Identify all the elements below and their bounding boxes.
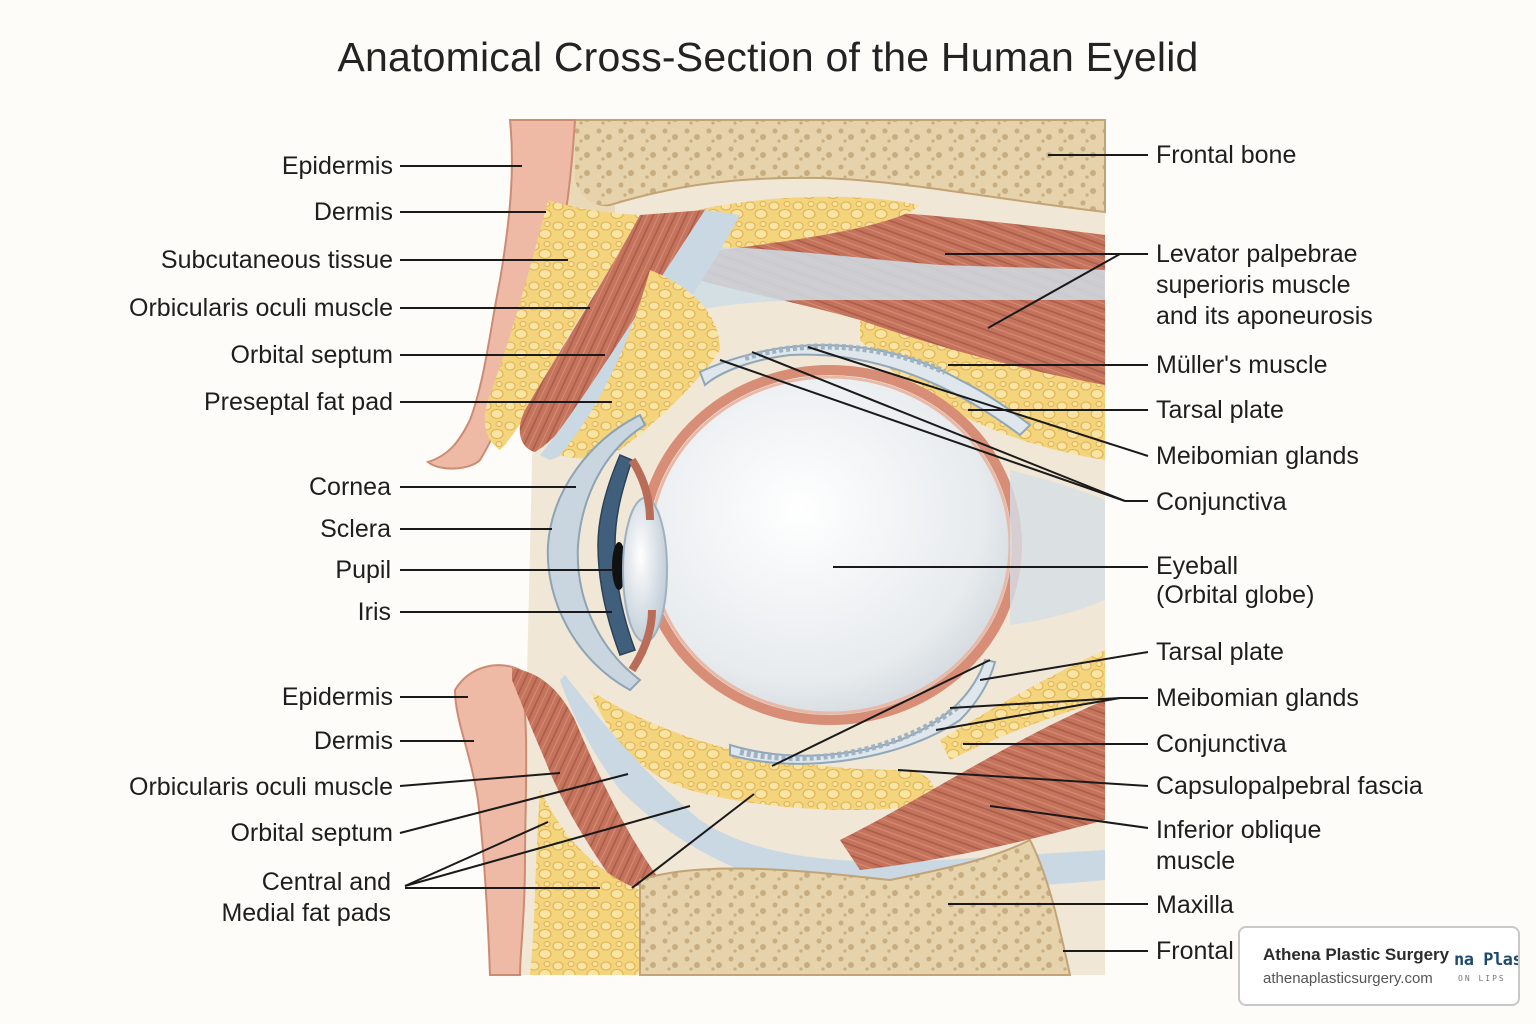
upper-meibomian-glands	[744, 343, 947, 375]
label-inferior-oblique-line2: muscle	[1156, 847, 1235, 875]
ciliary-body	[628, 457, 656, 673]
badge-name: Athena Plastic Surgery	[1263, 945, 1450, 964]
badge-logo: na Plast	[1454, 950, 1518, 970]
upper-posterior-fat	[860, 320, 1105, 460]
eyeball	[638, 365, 1022, 725]
leader-lines	[399, 154, 1149, 952]
label-frontal-bone: Frontal bone	[1156, 141, 1296, 169]
lower-septum	[560, 675, 1105, 891]
label-epidermis-upper: Epidermis	[282, 152, 393, 180]
lower-central-fat	[590, 690, 935, 810]
label-conjunctiva-upper: Conjunctiva	[1156, 488, 1287, 516]
inferior-oblique	[840, 700, 1105, 870]
label-iris: Iris	[358, 598, 391, 626]
label-levator-line2: superioris muscle	[1156, 271, 1351, 299]
label-levator-line3: and its aponeurosis	[1156, 302, 1373, 330]
label-cornea: Cornea	[309, 473, 391, 501]
lower-eyelid-skin	[453, 664, 528, 976]
label-orbicularis-upper: Orbicularis oculi muscle	[129, 294, 393, 322]
lower-meibomian-glands	[739, 702, 962, 762]
label-meibomian-upper: Meibomian glands	[1156, 442, 1359, 470]
label-levator-line1: Levator palpebrae	[1156, 240, 1358, 268]
optic-fibers	[1010, 470, 1105, 625]
iris	[597, 454, 636, 656]
label-conjunctiva-lower: Conjunctiva	[1156, 730, 1287, 758]
label-maxilla: Maxilla	[1156, 891, 1234, 919]
label-meibomian-lower: Meibomian glands	[1156, 684, 1359, 712]
label-muller: Müller's muscle	[1156, 351, 1327, 379]
page-title: Anatomical Cross-Section of the Human Ey…	[337, 34, 1199, 80]
watermark-badge: Athena Plastic Surgery athenaplasticsurg…	[1238, 926, 1520, 1006]
cornea	[546, 413, 647, 692]
maxilla	[639, 838, 1072, 976]
label-sclera: Sclera	[320, 515, 391, 543]
badge-logo-sub: ON LIPS	[1458, 974, 1506, 983]
badge-url: athenaplasticsurgery.com	[1263, 970, 1433, 987]
label-fat-pads-line1: Central and	[262, 868, 391, 896]
label-orbicularis-lower: Orbicularis oculi muscle	[129, 773, 393, 801]
label-epidermis-lower: Epidermis	[282, 683, 393, 711]
label-tarsal-lower: Tarsal plate	[1156, 638, 1284, 666]
lower-fat-pads	[530, 790, 640, 975]
label-dermis-upper: Dermis	[314, 198, 393, 226]
label-eyeball-line2: (Orbital globe)	[1156, 581, 1314, 609]
label-dermis-lower: Dermis	[314, 727, 393, 755]
label-subcutaneous: Subcutaneous tissue	[161, 246, 393, 274]
lens	[622, 497, 668, 643]
label-frontal-bottom: Frontal	[1156, 937, 1234, 965]
lower-orbicularis	[512, 668, 660, 890]
preseptal-fat	[560, 270, 720, 459]
label-eyeball-line1: Eyeball	[1156, 552, 1238, 580]
label-preseptal-fat: Preseptal fat pad	[204, 388, 393, 416]
label-inferior-oblique-line1: Inferior oblique	[1156, 816, 1321, 844]
label-capsulopalpebral: Capsulopalpebral fascia	[1156, 772, 1423, 800]
label-septum-upper: Orbital septum	[230, 341, 393, 369]
label-septum-lower: Orbital septum	[230, 819, 393, 847]
label-fat-pads-line2: Medial fat pads	[221, 899, 391, 927]
label-tarsal-upper: Tarsal plate	[1156, 396, 1284, 424]
label-pupil: Pupil	[335, 556, 391, 584]
upper-orbicularis	[519, 210, 705, 452]
lower-posterior-fat	[940, 650, 1105, 760]
upper-subcutaneous-fat	[484, 200, 650, 450]
aponeurosis	[640, 246, 1105, 320]
